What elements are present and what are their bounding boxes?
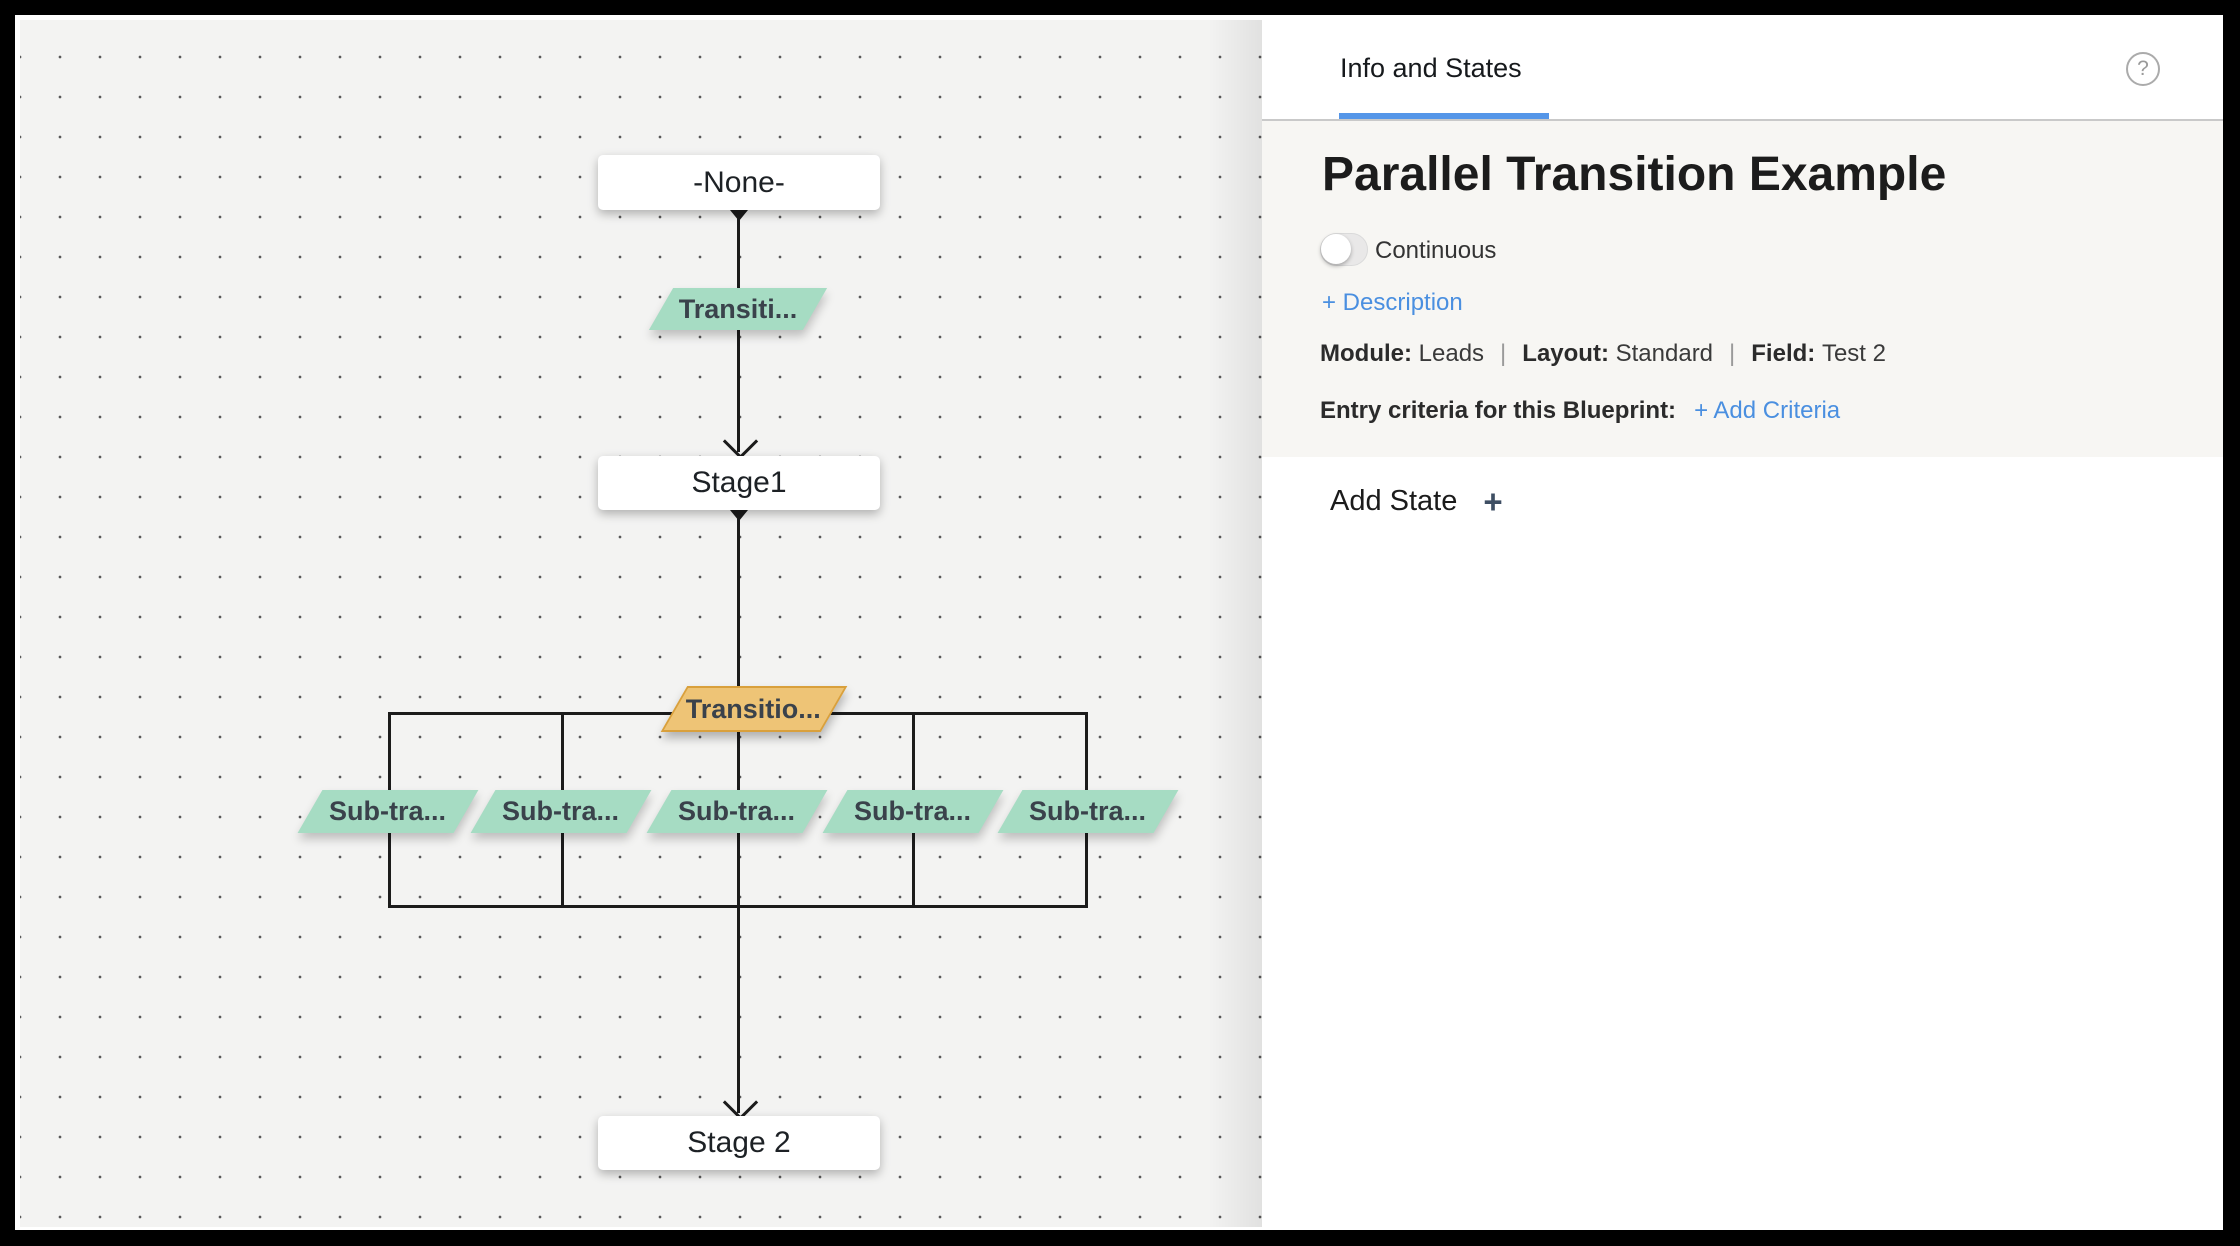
- connector-start-arrow: [730, 210, 748, 221]
- entry-criteria-row: Entry criteria for this Blueprint: + Add …: [1320, 397, 1840, 425]
- tab-info-and-states[interactable]: Info and States: [1340, 53, 1522, 83]
- transition-label: Sub-tra...: [854, 796, 972, 826]
- sub-transition-node[interactable]: Sub-tra...: [470, 790, 652, 833]
- help-icon[interactable]: ?: [2126, 52, 2160, 86]
- module-label: Module:: [1320, 340, 1412, 367]
- transition-label: Transiti...: [678, 293, 798, 324]
- continuous-toggle-label: Continuous: [1375, 237, 1497, 264]
- arrowhead-down-icon: [722, 423, 759, 460]
- transition-label: Sub-tra...: [502, 796, 620, 826]
- meta-separator: |: [1500, 340, 1507, 367]
- add-description-link[interactable]: + Description: [1322, 289, 1463, 316]
- panel-header: Info and States ?: [1262, 15, 2223, 121]
- field-value: Test 2: [1821, 340, 1886, 367]
- entry-criteria-label: Entry criteria for this Blueprint:: [1320, 397, 1677, 424]
- sub-transition-node[interactable]: Sub-tra...: [822, 790, 1004, 833]
- info-panel: Info and States ? Parallel Transition Ex…: [1262, 15, 2223, 1230]
- sub-transition-node[interactable]: Sub-tra...: [646, 790, 828, 833]
- meta-separator: |: [1729, 340, 1736, 367]
- transition-label: Sub-tra...: [329, 796, 447, 826]
- state-label: Stage 2: [687, 1126, 791, 1159]
- state-node-stage2[interactable]: Stage 2: [598, 1116, 880, 1170]
- state-node-stage1[interactable]: Stage1: [598, 456, 880, 510]
- arrowhead-down-icon: [722, 1084, 759, 1121]
- add-criteria-link[interactable]: + Add Criteria: [1694, 397, 1841, 424]
- parallel-transition-node[interactable]: Transitio...: [660, 686, 848, 732]
- module-value: Leads: [1418, 340, 1485, 367]
- sub-transition-node[interactable]: Sub-tra...: [997, 790, 1179, 833]
- blueprint-info-section: Parallel Transition Example Continuous +…: [1262, 121, 2223, 457]
- blueprint-meta-row: Module: Leads | Layout: Standard | Field: Te…: [1320, 340, 1886, 368]
- transition-node[interactable]: Transiti...: [648, 288, 828, 330]
- add-state-plus-icon[interactable]: +: [1483, 483, 1503, 520]
- sub-transition-node[interactable]: Sub-tra...: [297, 790, 479, 833]
- state-label: Stage1: [691, 466, 787, 499]
- field-label: Field:: [1751, 340, 1816, 367]
- continuous-toggle[interactable]: [1320, 233, 1368, 266]
- canvas-edge-shade: [1208, 20, 1262, 1227]
- transition-label: Transitio...: [686, 693, 822, 724]
- state-node-none[interactable]: -None-: [598, 155, 880, 210]
- blueprint-title: Parallel Transition Example: [1322, 148, 1947, 201]
- add-state-row: Add State +: [1330, 485, 1503, 518]
- transition-label: Sub-tra...: [678, 796, 796, 826]
- add-state-label[interactable]: Add State: [1330, 485, 1458, 517]
- app-window: -None- Stage1 Stage 2 Transiti... Transi…: [15, 15, 2223, 1230]
- active-tab-indicator: [1339, 113, 1549, 119]
- connector-line: [737, 908, 740, 1113]
- layout-value: Standard: [1615, 340, 1714, 367]
- connector-line: [737, 210, 740, 452]
- blueprint-canvas[interactable]: -None- Stage1 Stage 2 Transiti... Transi…: [20, 20, 1262, 1227]
- connector-start-arrow: [730, 510, 748, 521]
- state-label: -None-: [693, 165, 785, 199]
- transition-label: Sub-tra...: [1029, 796, 1147, 826]
- layout-label: Layout:: [1522, 340, 1609, 367]
- connector-line: [737, 510, 740, 712]
